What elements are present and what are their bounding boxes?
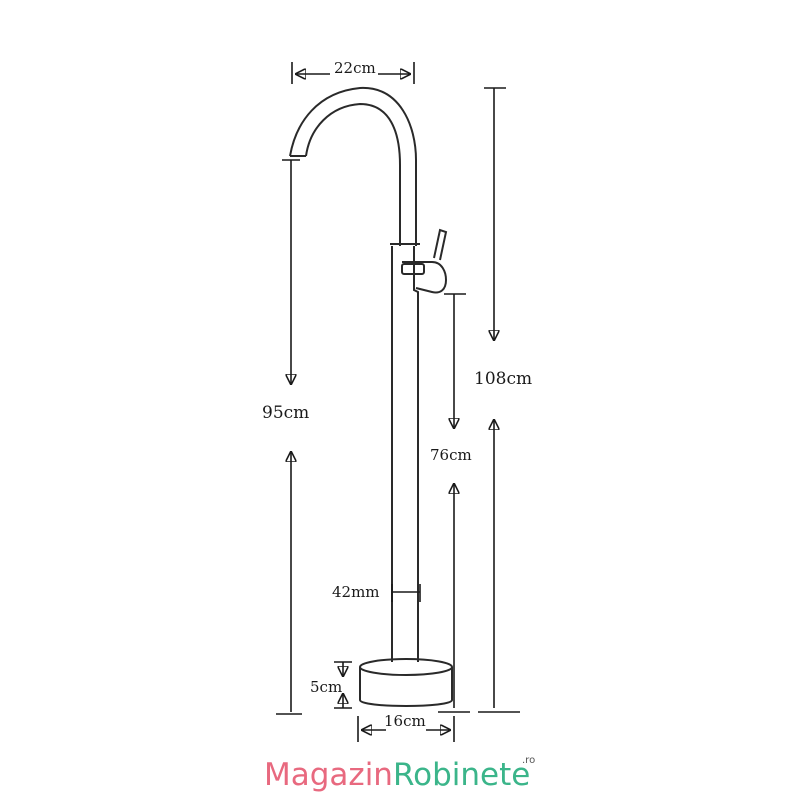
brand-logo: MagazinRobinete .ro bbox=[264, 755, 535, 793]
dimension-lines bbox=[276, 62, 520, 742]
base-side bbox=[359, 667, 453, 707]
label-base-diameter: 16cm bbox=[384, 712, 426, 730]
body-pipe-right bbox=[413, 246, 419, 662]
base-top bbox=[359, 658, 453, 676]
label-handle-height: 76cm bbox=[430, 446, 472, 464]
spout-inner bbox=[305, 102, 401, 246]
spout-outer bbox=[289, 86, 417, 246]
svg-text:MagazinRobinete: MagazinRobinete bbox=[264, 757, 530, 793]
mixer-body bbox=[402, 261, 448, 294]
logo-part-robinete: Robinete bbox=[393, 757, 530, 793]
logo-part-magazin: Magazin bbox=[264, 757, 393, 793]
handle-lever bbox=[433, 228, 448, 261]
label-total-height: 108cm bbox=[474, 369, 532, 389]
label-spout-reach: 22cm bbox=[334, 59, 376, 77]
faucet-outline bbox=[289, 86, 453, 707]
mixer-window bbox=[401, 263, 425, 275]
label-pipe-diameter: 42mm bbox=[332, 583, 380, 601]
label-spout-height: 95cm bbox=[262, 403, 309, 423]
logo-suffix: .ro bbox=[522, 755, 535, 766]
label-base-height: 5cm bbox=[310, 678, 342, 696]
